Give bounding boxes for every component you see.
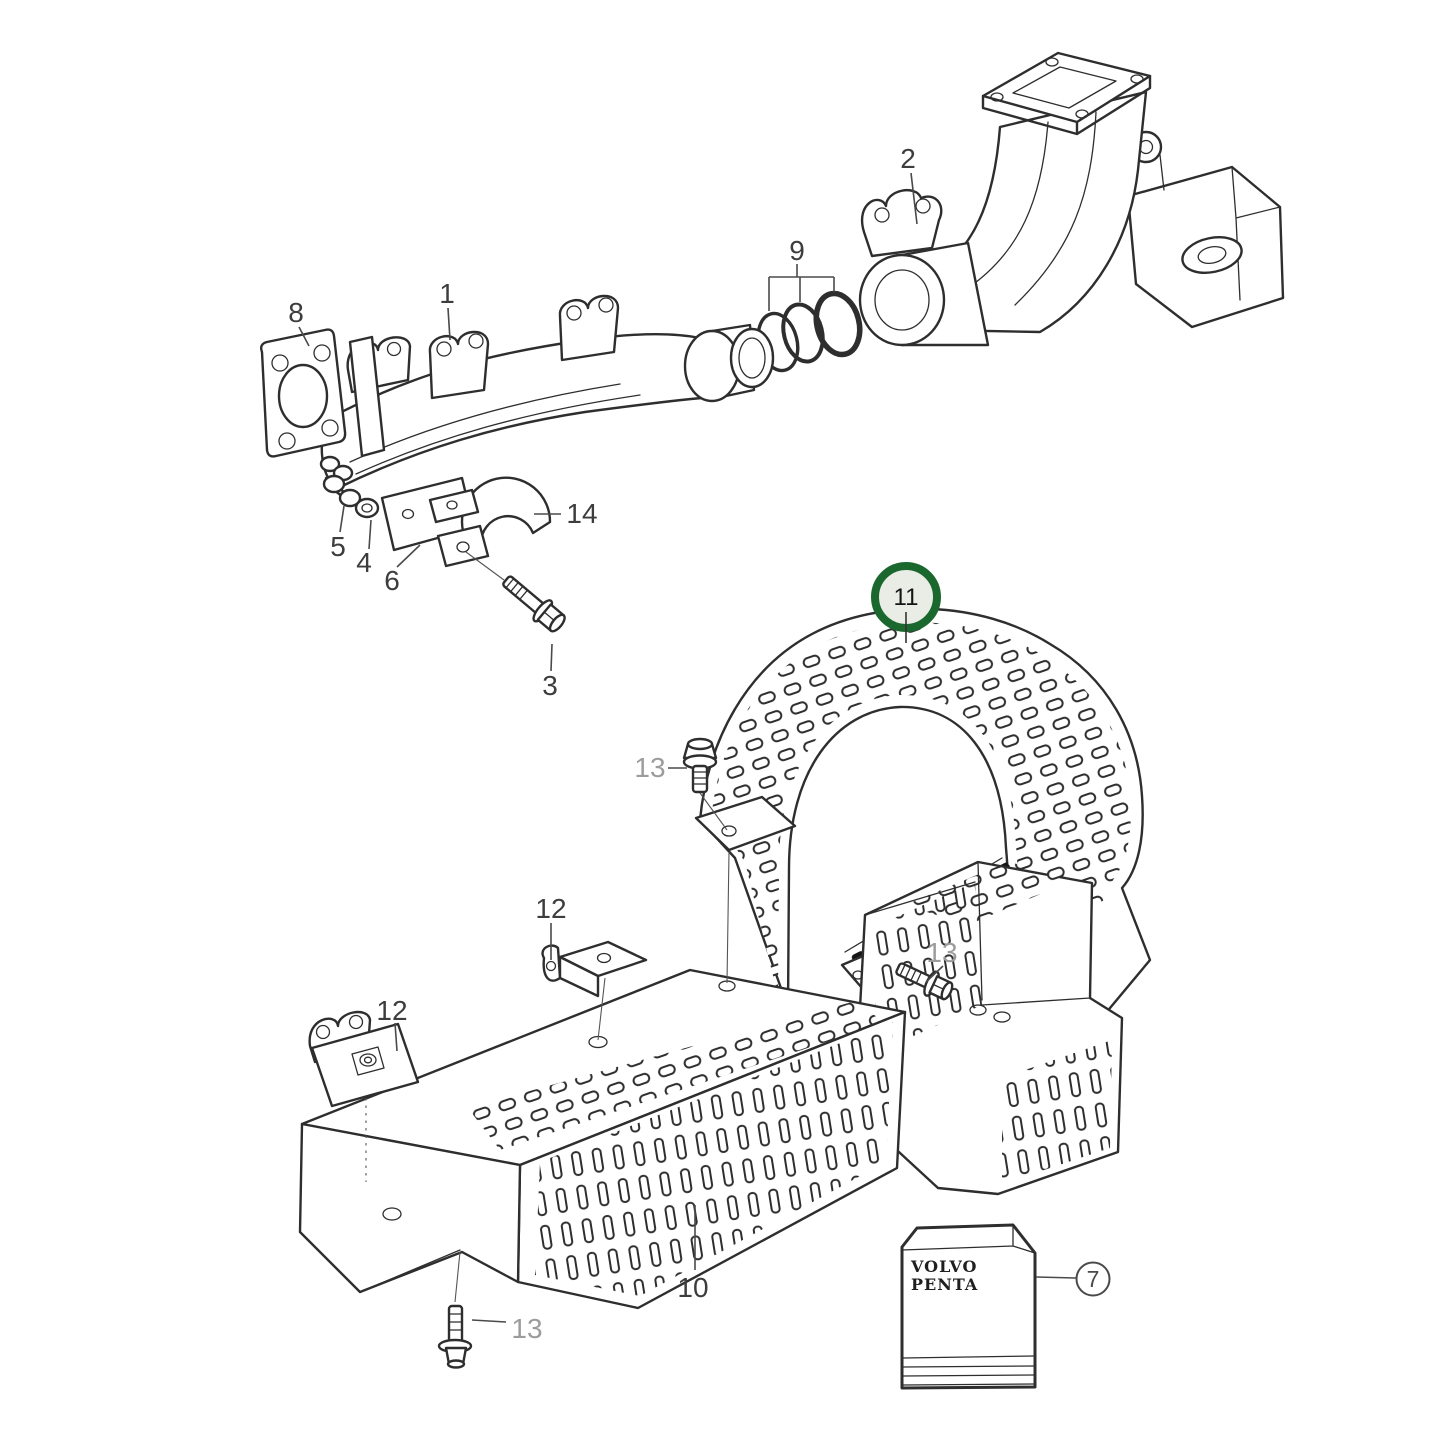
volvo-penta-kit-part-7: VOLVO PENTA	[900, 1223, 1037, 1390]
exhaust-manifold-part-1	[320, 294, 775, 490]
spacer-part-5	[322, 474, 362, 508]
callout-7[interactable]: 7	[1087, 1266, 1100, 1292]
flange-bolt-part-13-upper	[682, 737, 718, 794]
callout-13-right[interactable]: 13	[926, 937, 957, 968]
callout-5[interactable]: 5	[330, 531, 346, 562]
callout-12-left[interactable]: 12	[376, 995, 407, 1026]
bracket-part-12-upper	[541, 940, 648, 998]
callout-14[interactable]: 14	[566, 498, 597, 529]
callout-13-upper[interactable]: 13	[634, 752, 665, 783]
flange-gasket-part-8	[259, 328, 347, 458]
callout-1[interactable]: 1	[439, 278, 455, 309]
highlight-circle-part-11[interactable]: 11	[871, 562, 941, 643]
brand-line-volvo: VOLVO	[910, 1257, 978, 1276]
callout-3[interactable]: 3	[542, 670, 558, 701]
heat-shield-side-section	[858, 860, 1124, 1196]
washer-part-4	[354, 497, 380, 519]
callout-12-upper[interactable]: 12	[535, 893, 566, 924]
leader-lines	[298, 172, 1077, 1323]
flange-bolt-part-13-right	[895, 962, 954, 1001]
callout-7-circle[interactable]: 7	[1075, 1261, 1111, 1297]
callout-6[interactable]: 6	[384, 565, 400, 596]
callout-10[interactable]: 10	[677, 1272, 708, 1303]
heat-shield-lower-part-10	[298, 968, 907, 1310]
clamp-part-14	[428, 476, 552, 568]
callout-11[interactable]: 11	[894, 584, 919, 611]
flange-bolt-part-13-bottom	[437, 1304, 473, 1369]
alignment-lines	[365, 792, 730, 1303]
exhaust-elbow-part-2	[858, 51, 1285, 347]
bolt-part-3	[465, 551, 566, 633]
callout-13-bottom[interactable]: 13	[511, 1313, 542, 1344]
brand-line-penta: PENTA	[911, 1275, 978, 1294]
callout-9[interactable]: 9	[789, 235, 805, 266]
bracket-part-12-left	[308, 1010, 420, 1108]
callout-2[interactable]: 2	[900, 143, 916, 174]
callout-8[interactable]: 8	[288, 297, 304, 328]
callout-4[interactable]: 4	[356, 547, 372, 578]
